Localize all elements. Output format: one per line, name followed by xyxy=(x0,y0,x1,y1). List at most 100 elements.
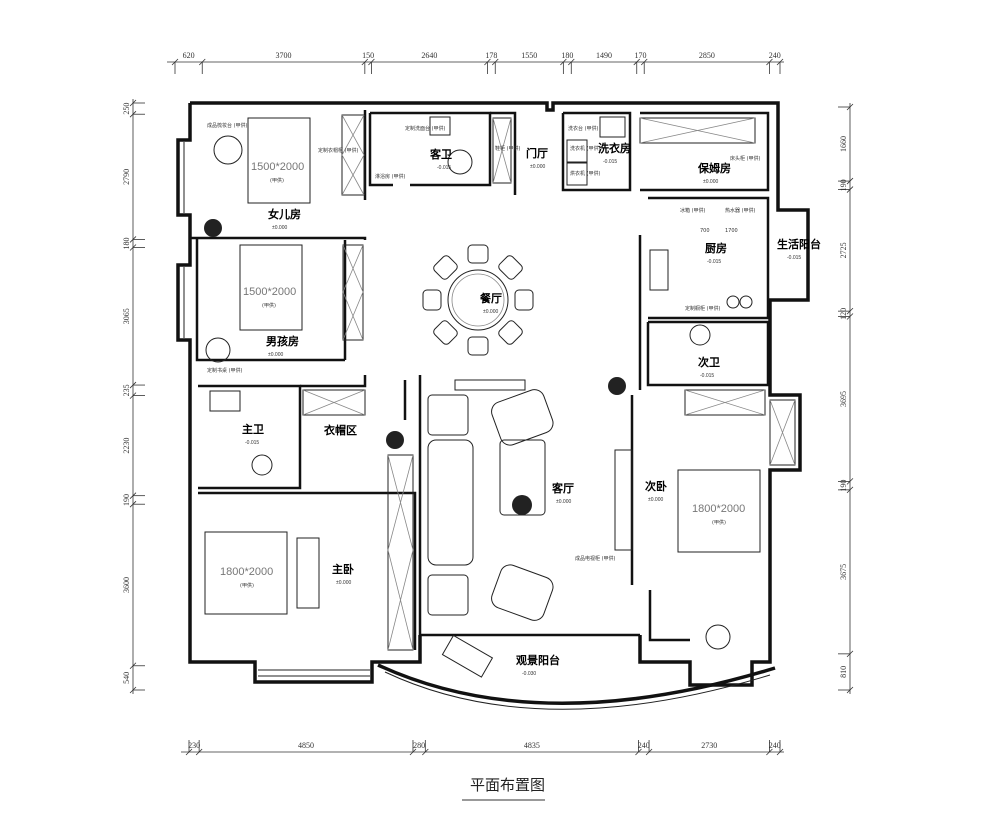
elevation-nanny: ±0.000 xyxy=(703,179,718,185)
dimension-label: 178 xyxy=(485,51,497,60)
elevation-dining: ±0.000 xyxy=(483,309,498,315)
note-desk: 定制书桌 (甲供) xyxy=(207,367,243,374)
dimension-label: 240 xyxy=(769,51,781,60)
dimension-tick-mark xyxy=(129,500,137,508)
elevation-service-balcony: -0.015 xyxy=(787,255,801,261)
drawing-title: 平面布置图 xyxy=(470,776,545,794)
elevation-boy: ±0.000 xyxy=(268,352,283,358)
dimension-tick-mark xyxy=(195,748,203,756)
dimension-label: 2730 xyxy=(701,741,717,750)
dimension-tick-mark xyxy=(640,58,648,66)
dimension-tick-mark xyxy=(766,58,773,66)
dimension-label: 2640 xyxy=(421,51,437,60)
dimension-tick-mark xyxy=(846,177,854,185)
dining-chair xyxy=(467,244,489,264)
room-label-cloakroom: 衣帽区 xyxy=(324,423,357,437)
dimension-tick-mark xyxy=(846,313,854,320)
dimension-tick-mark xyxy=(846,650,854,658)
dimension-label: 120 xyxy=(839,308,848,320)
dining-chair xyxy=(422,289,442,311)
dining-table-top xyxy=(447,269,509,331)
dimension-label: 620 xyxy=(183,51,195,60)
dimension-tick-mark xyxy=(846,686,854,694)
dimension-label: 3695 xyxy=(839,391,848,407)
room-label-master-bath: 主卫 xyxy=(242,422,264,436)
dimension-tick-mark xyxy=(766,748,773,756)
room-labels: 女儿房 ±0.000 客卫 -0.015 门厅 ±0.000 洗衣房 -0.01… xyxy=(242,141,821,677)
elevation-view-balcony: -0.030 xyxy=(522,671,536,677)
dimension-tick-mark xyxy=(776,58,784,66)
room-label-view-balcony: 观景阳台 xyxy=(516,653,560,667)
elevation-second-bath: -0.015 xyxy=(700,373,714,379)
bed-size-second: 1800*2000 xyxy=(692,503,745,515)
dimension-tick-mark xyxy=(129,236,137,243)
fixtures xyxy=(204,116,753,650)
room-label-boy: 男孩房 xyxy=(266,334,299,348)
room-label-service-balcony: 生活阳台 xyxy=(777,237,821,251)
dimension-label: 180 xyxy=(122,237,131,249)
dimension-label: 170 xyxy=(634,51,646,60)
note-shower: 淋浴房 (甲供) xyxy=(375,173,406,180)
dimension-tick-mark xyxy=(645,748,653,756)
room-label-laundry: 洗衣房 xyxy=(598,141,631,155)
room-label-guest-bath: 客卫 xyxy=(429,147,452,161)
dimension-label: 2725 xyxy=(839,242,848,258)
dimension-label: 280 xyxy=(413,741,425,750)
elevation-foyer: ±0.000 xyxy=(530,164,545,170)
furniture-notes: 成品梳妆台 (甲供) 定制衣帽柜 (甲供) 定制洗面台 (甲供) 淋浴房 (甲供… xyxy=(207,122,761,562)
elevation-guest-bath: -0.015 xyxy=(437,165,451,171)
dimension-tick-mark xyxy=(846,307,854,315)
dimension-tick-mark xyxy=(361,58,369,66)
dimension-tick-mark xyxy=(129,392,137,399)
dimension-label: 540 xyxy=(122,672,131,684)
room-label-living: 客厅 xyxy=(551,481,574,495)
note-basin: 定制洗面台 (甲供) xyxy=(405,125,446,132)
dimension-tick-mark xyxy=(846,486,854,494)
dining-table-inner xyxy=(451,273,505,327)
dimension-tick-mark xyxy=(129,244,137,251)
dining-chair xyxy=(433,255,458,280)
dining-chair xyxy=(498,255,523,280)
elevation-laundry: -0.015 xyxy=(603,159,617,165)
room-label-foyer: 门厅 xyxy=(526,146,548,160)
dimension-tick-mark xyxy=(198,58,206,66)
dimension-label: 3675 xyxy=(839,564,848,580)
outer-walls xyxy=(176,101,810,710)
room-label-nanny: 保姆房 xyxy=(697,161,731,175)
note-cabinet: 定制橱柜 (甲供) xyxy=(685,305,721,312)
beds xyxy=(204,117,761,615)
note-shoe: 鞋柜 (甲供) xyxy=(495,145,521,152)
room-label-master: 主卧 xyxy=(332,562,354,576)
room-label-daughter: 女儿房 xyxy=(268,207,301,221)
bed-size-boy: 1500*2000 xyxy=(243,286,296,298)
dimension-label: 190 xyxy=(839,480,848,492)
dimension-label: 190 xyxy=(122,494,131,506)
dimension-tick-mark xyxy=(129,99,137,107)
bed-daughter xyxy=(247,117,311,204)
room-label-second-bedroom: 次卧 xyxy=(645,479,667,493)
dimension-tick-mark xyxy=(491,58,499,66)
dimension-label: 180 xyxy=(561,51,573,60)
room-label-kitchen: 厨房 xyxy=(705,241,727,255)
elevation-daughter: ±0.000 xyxy=(272,225,287,231)
dimension-tick-mark xyxy=(560,58,567,66)
living-furniture xyxy=(427,379,633,678)
dining-table xyxy=(422,244,534,356)
dimension-tick-mark xyxy=(846,478,854,485)
dimension-label: 3600 xyxy=(122,577,131,593)
dimension-tick-mark xyxy=(409,748,417,756)
supplied-tag: (甲供) xyxy=(240,582,254,589)
note-tv: 成品电视柜 (甲供) xyxy=(575,555,616,562)
dimension-tick-mark xyxy=(185,748,193,756)
note-wardrobe: 定制衣帽柜 (甲供) xyxy=(318,147,359,154)
dimension-label: 230 xyxy=(188,741,200,750)
supplied-tag: (甲供) xyxy=(262,302,276,309)
dimension-label: 2230 xyxy=(122,438,131,454)
supplied-tag: (甲供) xyxy=(712,519,726,526)
dimension-label: 1550 xyxy=(521,51,537,60)
dimension-tick-mark xyxy=(633,58,641,66)
note-vanity: 成品梳妆台 (甲供) xyxy=(207,122,248,129)
room-label-second-bath: 次卫 xyxy=(698,355,720,369)
